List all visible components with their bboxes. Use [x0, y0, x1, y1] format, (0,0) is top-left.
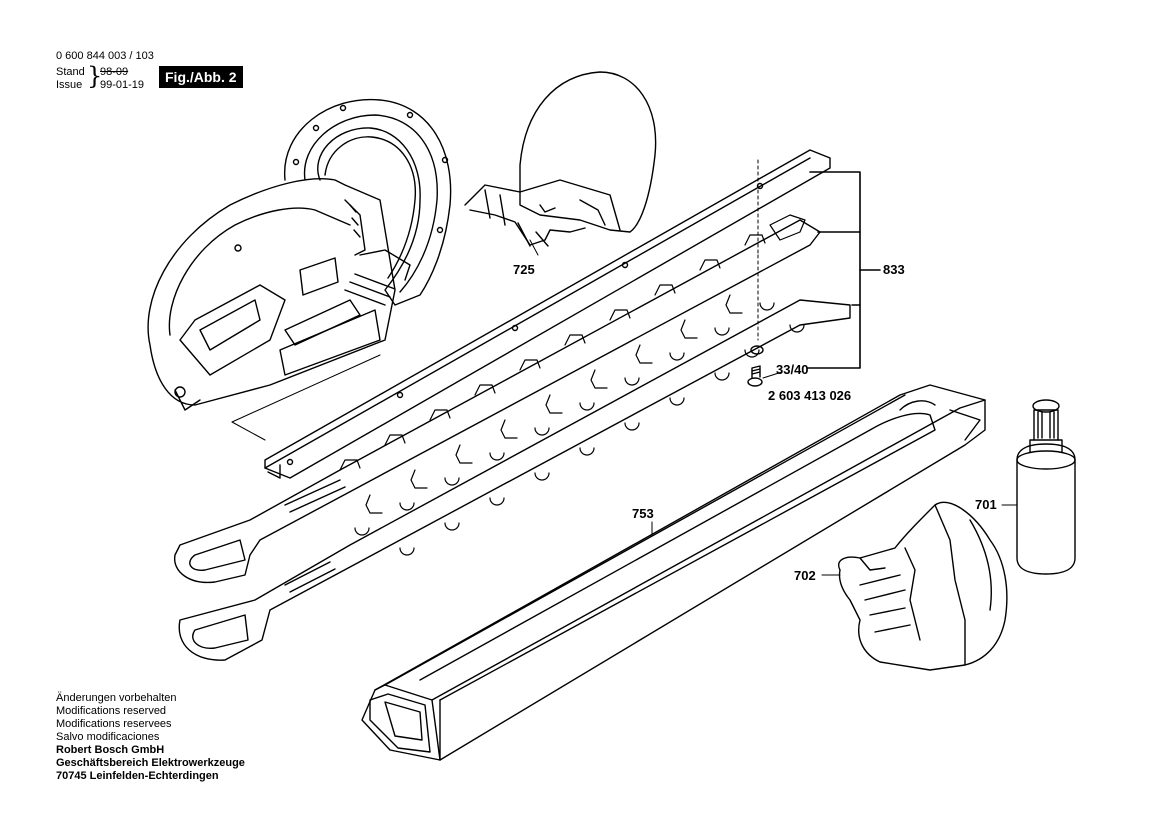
footer-company: Robert Bosch GmbH	[56, 744, 165, 756]
stand-value: 98-09	[100, 66, 129, 78]
figure-badge: Fig./Abb. 2	[159, 66, 243, 88]
oil-bottle	[1016, 399, 1076, 575]
gloves	[838, 501, 1008, 671]
footer-line-en: Modifications reserved	[56, 705, 167, 717]
blade-sheath	[361, 384, 986, 761]
screw	[747, 345, 764, 387]
label-33-40: 33/40	[776, 362, 809, 377]
housing-body	[147, 98, 452, 441]
lower-blade	[178, 299, 851, 661]
blade-teeth	[339, 214, 806, 556]
label-701: 701	[975, 497, 997, 512]
footer-division: Geschäftsbereich Elektrowerkzeuge	[56, 757, 245, 769]
blade-guard	[464, 71, 657, 247]
guide-rail	[264, 149, 831, 479]
leader-lines	[529, 239, 1018, 576]
label-702: 702	[794, 568, 816, 583]
doc-number: 0 600 844 003 / 103	[56, 50, 154, 62]
issue-label: Issue	[56, 79, 83, 91]
footer-notes: Änderungen vorbehalten Modifications res…	[56, 692, 245, 783]
bracket-833	[807, 171, 881, 369]
upper-blade	[174, 219, 821, 584]
footer-line-fr: Modifications reservees	[56, 718, 172, 730]
footer-address: 70745 Leinfelden-Echterdingen	[56, 770, 219, 782]
label-725: 725	[513, 262, 535, 277]
label-753: 753	[632, 506, 654, 521]
footer-line-de: Änderungen vorbehalten	[56, 692, 177, 704]
brace-icon: }	[87, 62, 103, 90]
screw-part-number: 2 603 413 026	[768, 388, 852, 403]
stand-label: Stand	[56, 66, 85, 78]
issue-value: 99-01-19	[100, 79, 145, 91]
footer-line-es: Salvo modificaciones	[56, 731, 160, 743]
label-833: 833	[883, 262, 905, 277]
